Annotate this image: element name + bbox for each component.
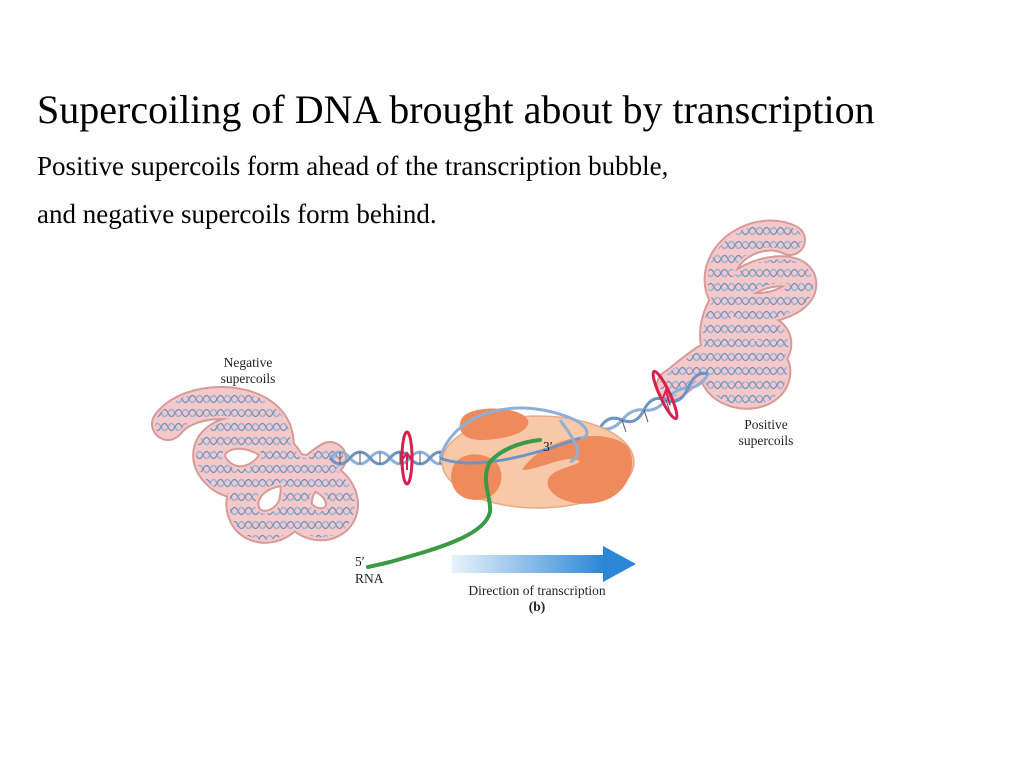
left-rotation-marker [400,430,414,486]
subtitle-line-2: and negative supercoils form behind. [37,199,437,229]
negative-supercoils-label-line-2: supercoils [221,371,276,386]
panel-label: (b) [529,599,546,614]
positive-supercoils-label-line-2: supercoils [739,433,794,448]
rna-label: RNA [355,571,384,586]
negative-supercoils-label-line-1: Negative [224,355,273,370]
three-prime-label: 3′ [543,439,553,454]
negative-supercoil-mass [151,385,359,544]
slide-title: Supercoiling of DNA brought about by tra… [37,87,875,132]
right-rotation-marker [651,369,679,421]
rna-polymerase [438,406,635,509]
positive-supercoils-label-line-1: Positive [744,417,788,432]
rna-5prime-label: 5′ [355,554,365,569]
rna-transcript [366,438,542,569]
subtitle-line-1: Positive supercoils form ahead of the tr… [37,151,669,181]
positive-supercoil-mass [656,219,817,410]
direction-arrow [452,546,636,582]
direction-of-transcription-label: Direction of transcription [468,583,605,598]
